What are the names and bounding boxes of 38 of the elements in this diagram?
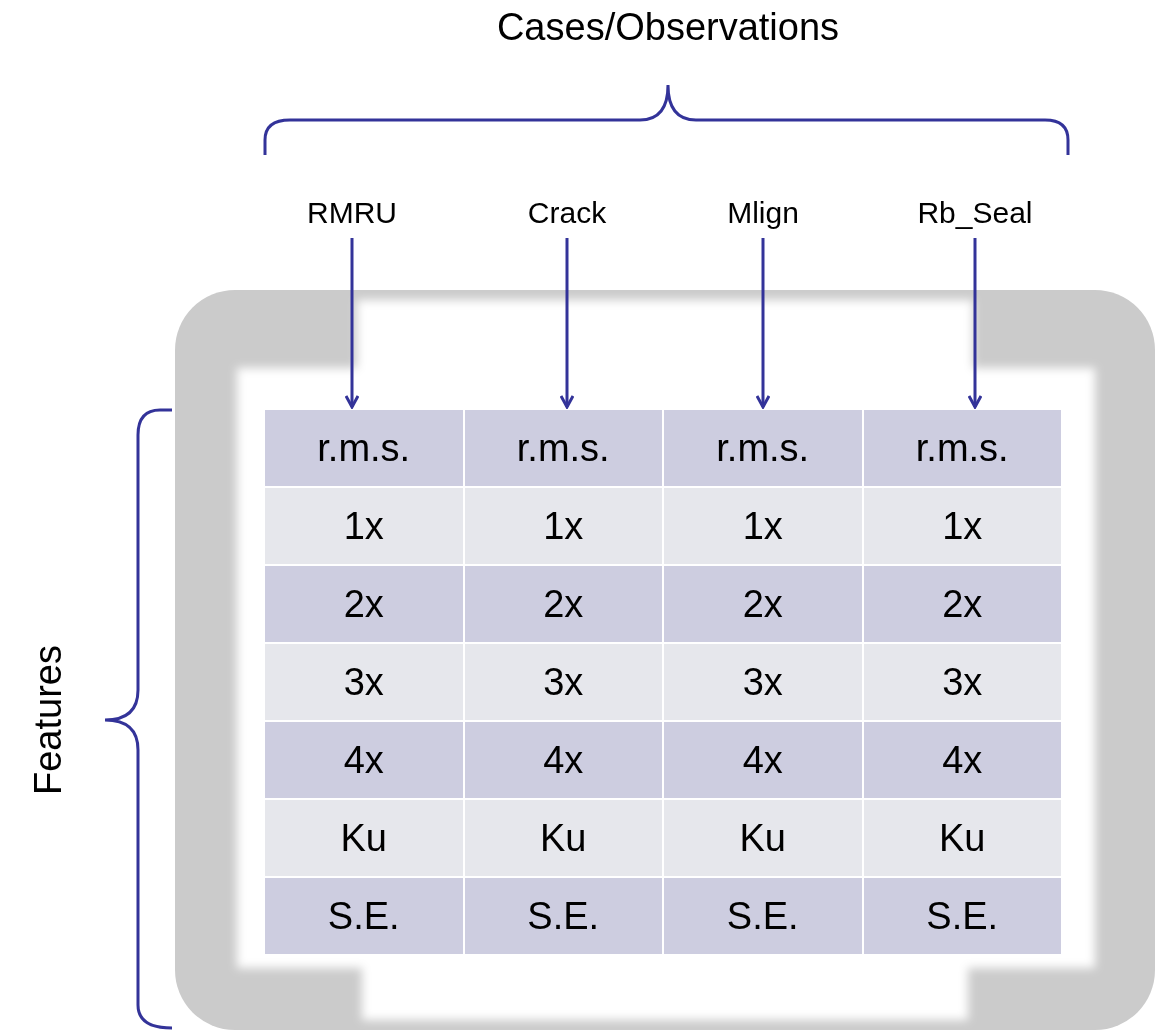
table-cell: Ku: [863, 800, 1061, 876]
table-cell: S.E.: [464, 878, 662, 954]
table-cell: 1x: [265, 488, 463, 564]
table-cell: 4x: [464, 722, 662, 798]
table-cell: Ku: [265, 800, 463, 876]
table-cell: 1x: [664, 488, 862, 564]
column-label: Crack: [527, 196, 607, 230]
column-label: RMRU: [307, 196, 397, 230]
table-cell: 3x: [863, 644, 1061, 720]
brace-label: Cases/Observations: [496, 6, 840, 48]
table-cell: 4x: [265, 722, 463, 798]
arrow: [559, 238, 575, 409]
table-cell: 1x: [464, 488, 662, 564]
arrow: [755, 238, 771, 409]
table-cell: r.m.s.: [265, 410, 463, 486]
table-cell: 4x: [664, 722, 862, 798]
table-cell: 1x: [863, 488, 1061, 564]
brace-label: Features: [26, 645, 70, 795]
table-cell: S.E.: [863, 878, 1061, 954]
table-cell: 3x: [664, 644, 862, 720]
table-cell: r.m.s.: [464, 410, 662, 486]
table-cell: 2x: [265, 566, 463, 642]
table-cell: 2x: [464, 566, 662, 642]
table-cell: S.E.: [664, 878, 862, 954]
table-cell: 3x: [265, 644, 463, 720]
column-label: Rb_Seal: [917, 196, 1033, 230]
table-cell: r.m.s.: [863, 410, 1061, 486]
table-cell: Ku: [464, 800, 662, 876]
table-cell: 3x: [464, 644, 662, 720]
table-cell: 2x: [863, 566, 1061, 642]
table-cell: S.E.: [265, 878, 463, 954]
arrow: [967, 238, 983, 409]
arrow: [344, 238, 360, 409]
column-label: Mlign: [727, 196, 799, 230]
table-cell: r.m.s.: [664, 410, 862, 486]
table-cell: 4x: [863, 722, 1061, 798]
table-cell: Ku: [664, 800, 862, 876]
table-cell: 2x: [664, 566, 862, 642]
